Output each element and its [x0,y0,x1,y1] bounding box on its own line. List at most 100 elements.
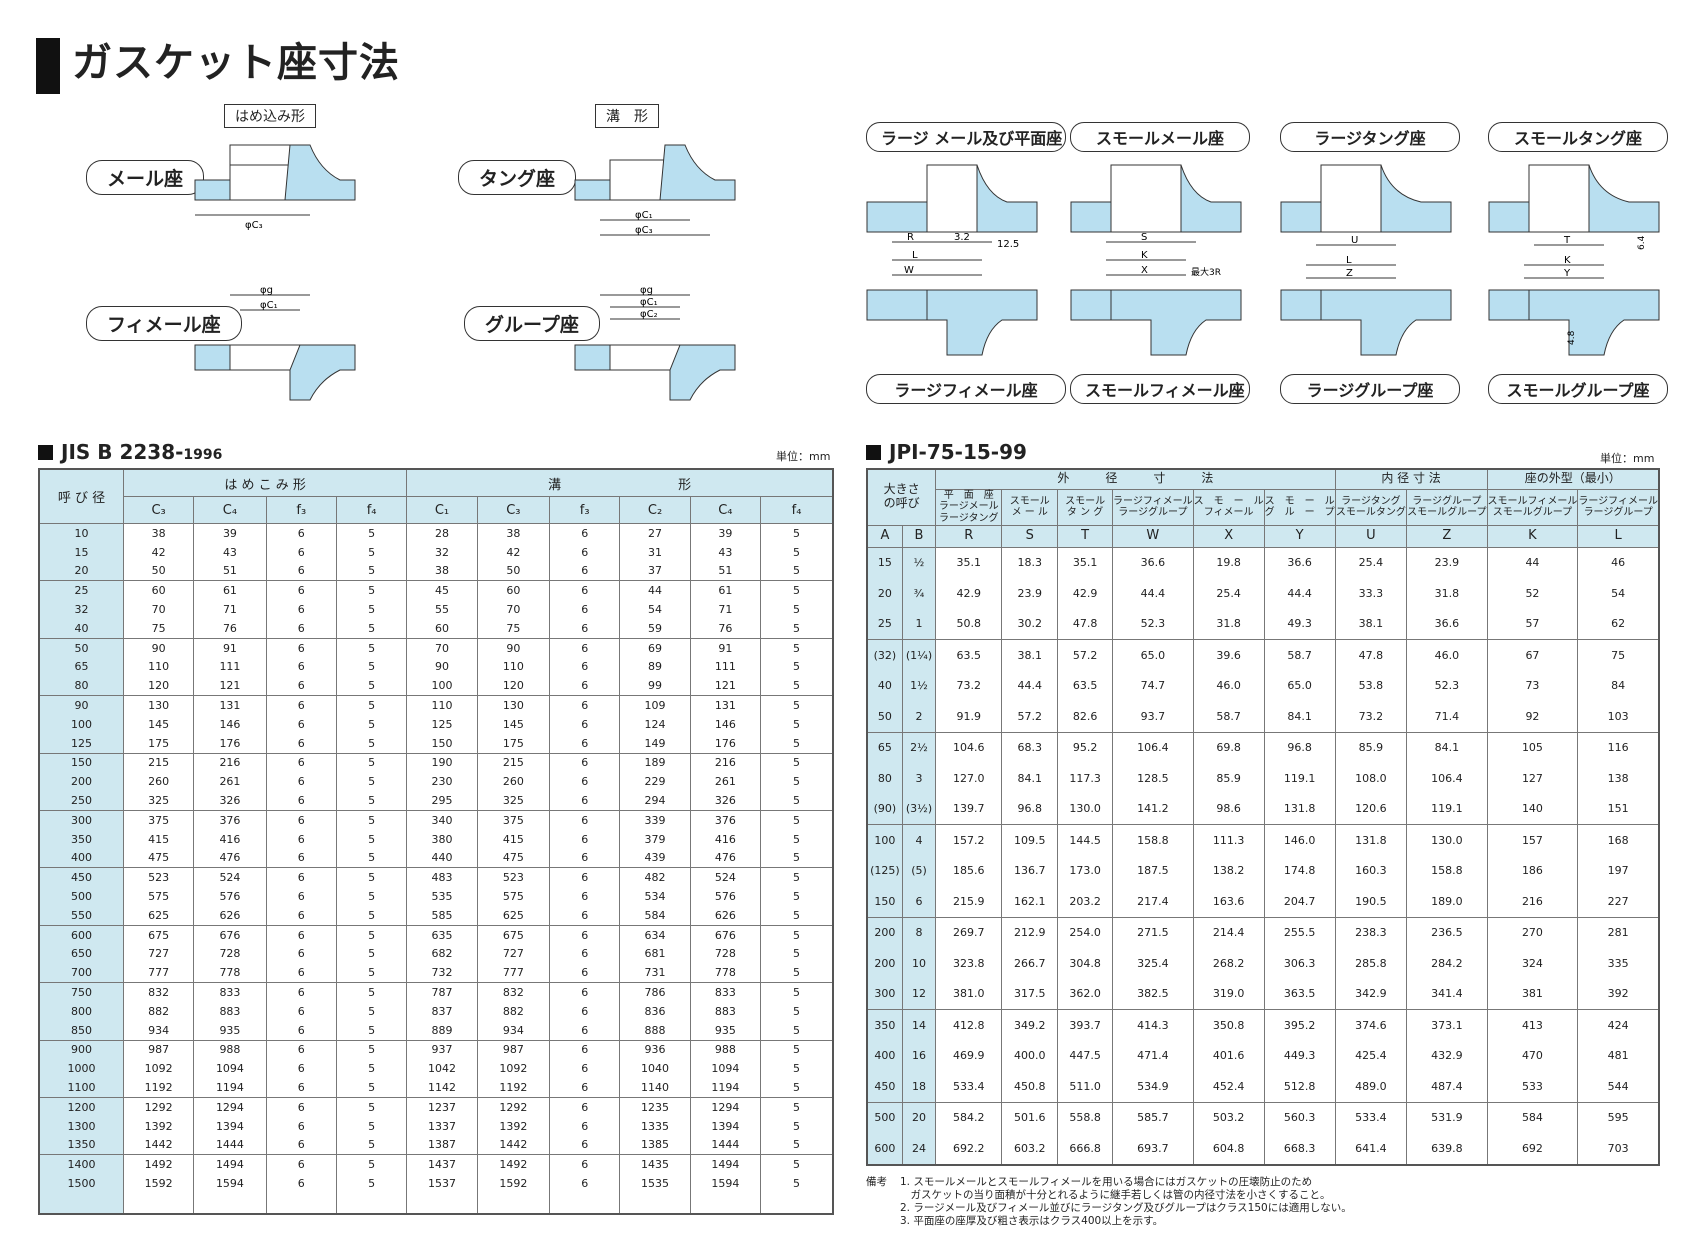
table-cell: 85.9 [1334,731,1408,763]
table-cell: 937 [406,1039,478,1060]
table-cell: 350.8 [1192,1009,1265,1041]
table-cell: 6 [549,1039,621,1060]
table-cell: 400 [866,1040,903,1071]
table-cell: 60 [406,618,478,639]
female-seat-diagram: φg φC₁ [194,285,356,401]
table-cell: 6 [265,924,337,945]
note-line: 1. スモールメールとスモールフィメールを用いる場合にはガスケットの圧壊防止のた… [900,1176,1313,1188]
table-cell: 35.1 [1057,546,1114,578]
table-cell: 5 [760,733,834,754]
table-cell: 44 [619,580,691,601]
jpi-col-letter: K [1486,524,1579,548]
table-cell: 230 [406,772,478,792]
table-cell: 5 [760,580,834,601]
large-male-diagram: R 3.2 12.5 L W [866,164,1038,356]
table-cell: 60 [476,580,551,601]
table-cell: 59 [619,618,691,639]
table-cell: 439 [619,848,691,868]
jpi-group-inner: 内 径 寸 法 [1334,468,1488,490]
table-cell: 666.8 [1057,1133,1114,1165]
table-cell: 306.3 [1263,948,1336,979]
table-cell: 5 [335,542,408,562]
table-cell: 1492 [476,1154,551,1175]
note-line: ガスケットの当り面積が十分とれるように継手若しくは管の内径寸法を小さくすること。 [900,1189,1331,1201]
table-cell: 150 [866,886,903,917]
table-cell: 6 [265,772,337,792]
table-cell: 476 [689,848,762,868]
table-cell: 106.4 [1406,763,1488,794]
table-cell: 489.0 [1334,1071,1408,1102]
table-cell: 5 [760,963,834,983]
table-cell: 1385 [619,1135,691,1155]
table-cell: 269.7 [935,916,1003,948]
table-cell: 30.2 [1001,608,1059,640]
table-cell: (32) [866,639,903,671]
table-cell: 37 [619,561,691,581]
table-cell: 70 [476,600,551,619]
table-cell: 65.0 [1263,670,1336,701]
table-cell: 300 [38,809,124,830]
table-cell: 6 [549,733,621,754]
table-cell: 5 [335,848,408,868]
table-cell: 6 [549,829,621,849]
table-cell: 47.8 [1057,608,1114,640]
table-cell: 1294 [193,1096,267,1117]
table-cell: 127 [1486,763,1579,794]
table-cell: 204.7 [1263,886,1336,917]
table-cell: 400 [38,848,124,868]
table-cell: 125 [406,714,478,734]
table-cell: 215 [122,752,195,773]
jis-col-header: C₃ [122,496,195,524]
table-cell: 47.8 [1334,639,1408,671]
jis-group-mizo: 溝 形 [406,469,834,497]
table-cell: 6 [265,657,337,677]
table-cell: 6 [549,887,621,906]
table-cell: 534 [619,887,691,906]
table-cell: 503.2 [1192,1101,1265,1133]
table-cell: 110 [406,695,478,715]
table-cell: 6 [265,1059,337,1079]
table-cell: 50 [122,561,195,581]
top-label-3: ラージタング座 [1280,122,1460,152]
table-cell: 832 [476,982,551,1002]
jpi-col-letter: U [1334,524,1408,548]
table-cell: 450.8 [1001,1071,1059,1102]
table-cell: 6 [549,944,621,964]
table-cell: 80 [38,676,124,696]
table-cell: 1094 [689,1059,762,1079]
table-cell: 294 [619,791,691,811]
table-cell: 5 [760,1001,834,1021]
table-cell: 5 [760,561,834,581]
table-cell: 229 [619,772,691,792]
table-cell: 25 [866,608,903,640]
table-cell: 475 [476,848,551,868]
table-cell: 67 [1486,639,1579,671]
table-cell: 731 [619,963,691,983]
table-cell: 162.1 [1001,886,1059,917]
table-cell: 1040 [619,1059,691,1079]
jpi-col-letter: Z [1406,524,1488,548]
table-cell: 5 [760,695,834,715]
table-cell: 350 [38,829,124,849]
table-cell: 175 [122,733,195,754]
table-cell: 6 [549,867,621,888]
table-cell: 1000 [38,1059,124,1079]
table-cell: 415 [122,829,195,849]
table-cell: 304.8 [1057,948,1114,979]
table-cell: 450 [866,1071,903,1102]
table-cell: 43 [193,542,267,562]
jpi-col-letter: Y [1263,524,1336,548]
table-cell: 120.6 [1334,793,1408,825]
table-cell: 5 [335,1039,408,1060]
table-cell: 500 [38,887,124,906]
table-cell: 585 [406,905,478,926]
table-cell: 560.3 [1263,1101,1336,1133]
table-cell: 5 [335,1096,408,1117]
table-cell: 19.8 [1192,546,1265,578]
dim-c1b: φC₁ [260,300,278,311]
